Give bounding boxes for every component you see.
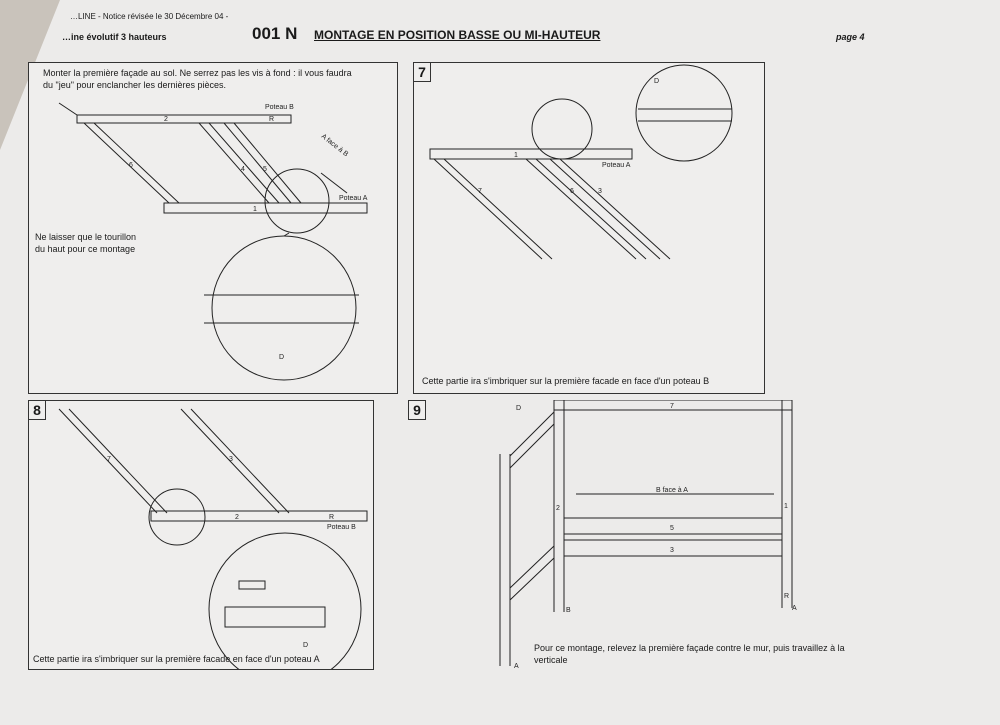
label-part-1: 1 — [253, 206, 257, 213]
label-poteau-a: Poteau A — [339, 195, 368, 202]
label-poteau-b: Poteau B — [265, 104, 294, 111]
page-number: page 4 — [836, 32, 865, 42]
label-part-7-8: 7 — [107, 456, 111, 463]
step-7-number: 7 — [414, 63, 431, 82]
step-9-panel: 9 Pour ce montage, relevez la première f… — [408, 400, 908, 670]
step-9-caption-line2: verticale — [534, 655, 568, 665]
label-poteau-b-8: Poteau B — [327, 524, 356, 531]
label-d-8: D — [303, 642, 308, 649]
label-part-7: 7 — [478, 188, 482, 195]
label-part-6-7: 6 — [570, 188, 574, 195]
step-8-number: 8 — [29, 401, 46, 420]
label-r-8: R — [329, 514, 334, 521]
label-d-9: D — [516, 405, 521, 412]
label-part-2-9: 2 — [556, 505, 560, 512]
step-8-panel: 8 Cette partie ira s'imbriquer sur la pr… — [28, 400, 374, 670]
label-part-3-9: 3 — [670, 547, 674, 554]
step-7-panel: 7 Cette partie ira s'imbriquer sur la pr… — [413, 62, 765, 394]
step-9-caption-line1: Pour ce montage, relevez la première faç… — [534, 643, 845, 653]
model-code: 001 N — [252, 24, 298, 43]
label-d-detail-1: D — [279, 354, 284, 361]
label-a-face-b: A face à B — [320, 133, 350, 158]
label-poteau-a-9: A — [792, 605, 797, 612]
label-r-top: R — [269, 116, 274, 123]
step-7-caption: Cette partie ira s'imbriquer sur la prem… — [422, 376, 710, 386]
label-poteau-b-9: B — [566, 607, 571, 614]
step-1-note-line1: Ne laisser que le tourillon — [35, 232, 137, 242]
label-d-7: D — [654, 78, 659, 85]
step-8-caption: Cette partie ira s'imbriquer sur la prem… — [33, 654, 320, 664]
label-poteau-a-7: Poteau A — [602, 162, 631, 169]
label-part-3-7: 3 — [598, 188, 602, 195]
step-9-number: 9 — [408, 400, 426, 420]
step-8-diagram: Poteau B 7 3 2 R D — [58, 408, 368, 669]
label-part-2-8: 2 — [235, 514, 239, 521]
label-b-face-a: B face à A — [656, 487, 688, 494]
label-part-5-9: 5 — [670, 525, 674, 532]
label-part-6: 6 — [129, 162, 133, 169]
label-part-5: 5 — [263, 166, 267, 173]
step-7-diagram: Poteau A D 7 6 3 1 — [429, 64, 733, 260]
step-9-diagram: B face à A 7 5 3 2 1 B A A D R — [499, 400, 797, 670]
label-part-7-9: 7 — [670, 403, 674, 410]
label-part-1-9: 1 — [784, 503, 788, 510]
step-1-diagram: Poteau B Poteau A A face à B 2 1 6 4 5 R… — [58, 102, 368, 381]
label-r-9: R — [784, 593, 789, 600]
label-part-2: 2 — [164, 116, 168, 123]
step-1-instruction-line1: Monter la première façade au sol. Ne ser… — [43, 68, 352, 78]
step-1-panel: Monter la première façade au sol. Ne ser… — [28, 62, 398, 394]
step-1-instruction-line2: du "jeu" pour enclancher les dernières p… — [43, 80, 226, 90]
label-part-4: 4 — [241, 166, 245, 173]
page-title: MONTAGE EN POSITION BASSE OU MI-HAUTEUR — [314, 28, 601, 42]
label-poteau-a2-9: A — [514, 663, 519, 670]
step-1-note-line2: du haut pour ce montage — [35, 244, 136, 254]
label-part-1-7: 1 — [514, 152, 518, 159]
notice-revision: …LINE - Notice révisée le 30 Décembre 04… — [70, 12, 229, 21]
label-part-3-8: 3 — [229, 456, 233, 463]
product-subtitle: …ine évolutif 3 hauteurs — [62, 32, 167, 42]
